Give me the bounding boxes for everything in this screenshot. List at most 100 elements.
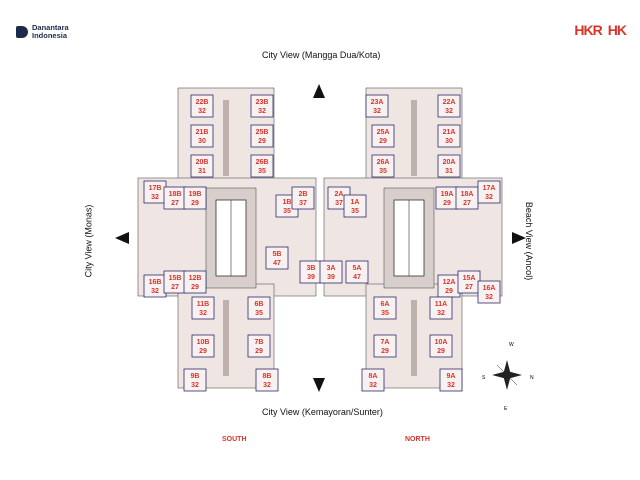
compass-s: E: [504, 406, 508, 412]
unit-id: 2A: [335, 191, 344, 198]
unit-id: 21A: [443, 129, 456, 136]
unit-area: 32: [258, 108, 266, 115]
logo-line-2: Indonesia: [32, 31, 68, 40]
unit-area: 35: [379, 168, 387, 175]
unit-room: [250, 124, 274, 148]
unit-id: 15A: [463, 275, 476, 282]
unit-room: [365, 94, 389, 118]
view-label-bottom: City View (Kemayoran/Sunter): [262, 407, 383, 417]
unit-id: 17A: [483, 185, 496, 192]
north-tower: [323, 87, 503, 389]
unit-area: 47: [273, 260, 281, 267]
hk-logo: HK: [607, 22, 627, 38]
unit-room: [371, 154, 395, 178]
unit-id: 3B: [307, 265, 316, 272]
unit-area: 35: [351, 208, 359, 215]
unit-area: 39: [307, 274, 315, 281]
unit-area: 35: [283, 208, 291, 215]
unit-id: 23A: [371, 99, 384, 106]
unit-id: 7B: [255, 339, 264, 346]
arrow-right-icon: [512, 232, 526, 244]
unit-area: 32: [437, 310, 445, 317]
unit-id: 9A: [447, 373, 456, 380]
unit-area: 35: [258, 168, 266, 175]
unit-area: 32: [199, 310, 207, 317]
unit-id: 18B: [169, 191, 182, 198]
unit-room: [247, 334, 271, 358]
unit-id: 22A: [443, 99, 456, 106]
unit-room: [250, 94, 274, 118]
unit-area: 32: [445, 108, 453, 115]
unit-area: 32: [369, 382, 377, 389]
unit-room: [183, 368, 207, 392]
unit-area: 32: [151, 194, 159, 201]
danantara-logo: Danantara Indonesia: [16, 24, 69, 40]
unit-room: [250, 154, 274, 178]
unit-room: [343, 194, 367, 218]
unit-id: 12B: [189, 275, 202, 282]
unit-id: 16B: [149, 279, 162, 286]
unit-id: 20B: [196, 159, 209, 166]
unit-room: [265, 246, 289, 270]
unit-id: 6A: [381, 301, 390, 308]
unit-area: 32: [485, 294, 493, 301]
unit-area: 29: [258, 138, 266, 145]
unit-area: 27: [171, 200, 179, 207]
unit-area: 29: [191, 200, 199, 207]
unit-id: 23B: [256, 99, 269, 106]
unit-area: 31: [445, 168, 453, 175]
unit-room: [190, 124, 214, 148]
unit-room: [183, 186, 207, 210]
unit-room: [371, 124, 395, 148]
unit-room: [361, 368, 385, 392]
unit-area: 32: [191, 382, 199, 389]
unit-area: 30: [445, 138, 453, 145]
unit-room: [429, 296, 453, 320]
unit-room: [183, 270, 207, 294]
compass-w: S: [482, 375, 486, 381]
unit-id: 25B: [256, 129, 269, 136]
unit-area: 32: [263, 382, 271, 389]
unit-id: 8B: [263, 373, 272, 380]
unit-area: 29: [379, 138, 387, 145]
unit-room: [291, 186, 315, 210]
view-label-top: City View (Mangga Dua/Kota): [262, 50, 381, 60]
unit-area: 35: [255, 310, 263, 317]
unit-room: [439, 368, 463, 392]
partner-logos: HKR HK: [574, 22, 627, 38]
unit-id: 16A: [483, 285, 496, 292]
unit-id: 20A: [443, 159, 456, 166]
unit-area: 39: [327, 274, 335, 281]
unit-area: 29: [443, 200, 451, 207]
unit-room: [373, 296, 397, 320]
unit-area: 29: [437, 348, 445, 355]
unit-id: 9B: [191, 373, 200, 380]
unit-room: [319, 260, 343, 284]
